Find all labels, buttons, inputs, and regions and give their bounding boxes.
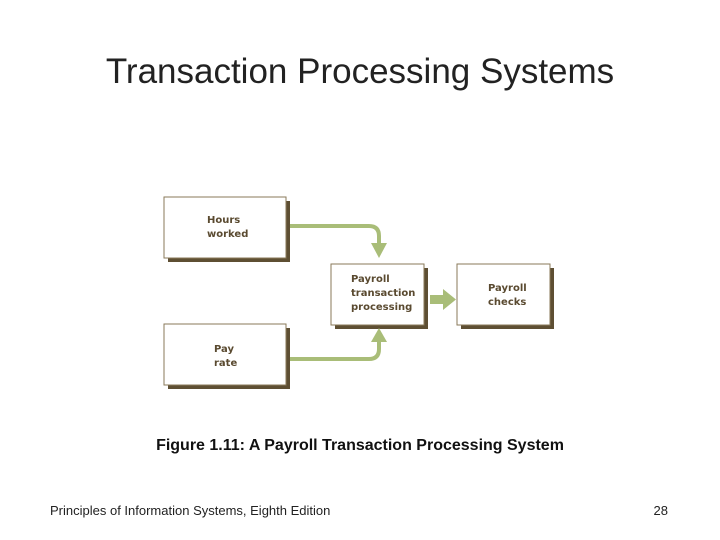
payroll-checks-label: Payroll checks: [488, 282, 527, 310]
arrow-pay-to-processing: [290, 341, 381, 361]
payroll-processing-box: [330, 263, 425, 326]
hours-worked-label: Hours worked: [207, 214, 248, 242]
arrow-processing-to-checks-head: [443, 289, 456, 310]
hours-worked-box: [163, 196, 287, 259]
footer-book-title: Principles of Information Systems, Eight…: [50, 503, 331, 518]
arrow-pay-to-processing-head: [371, 328, 387, 342]
pay-rate-label-line: rate: [214, 358, 238, 369]
payroll-processing-label-line: transaction: [351, 288, 416, 299]
hours-worked-label-line: worked: [207, 229, 249, 240]
payroll-processing-label: Payroll transaction processing: [351, 273, 415, 315]
pay-rate-label-line: Pay: [214, 344, 235, 355]
hours-worked-label-line: Hours: [207, 215, 241, 226]
arrow-processing-to-checks: [430, 295, 444, 304]
page-number: 28: [653, 503, 668, 518]
payroll-checks-label-line: Payroll: [488, 283, 527, 294]
arrow-hours-to-processing-head: [371, 243, 387, 258]
figure-caption: Figure 1.11: A Payroll Transaction Proce…: [156, 437, 564, 454]
payroll-processing-label-line: Payroll: [351, 274, 390, 285]
pay-rate-label: Pay rate: [214, 343, 237, 371]
arrow-hours-to-processing: [290, 224, 381, 244]
payroll-processing-label-line: processing: [351, 302, 413, 313]
payroll-checks-label-line: checks: [488, 297, 527, 308]
slide-title: Transaction Processing Systems: [105, 52, 615, 91]
payroll-checks-box: [456, 263, 551, 326]
pay-rate-box: [163, 323, 287, 386]
